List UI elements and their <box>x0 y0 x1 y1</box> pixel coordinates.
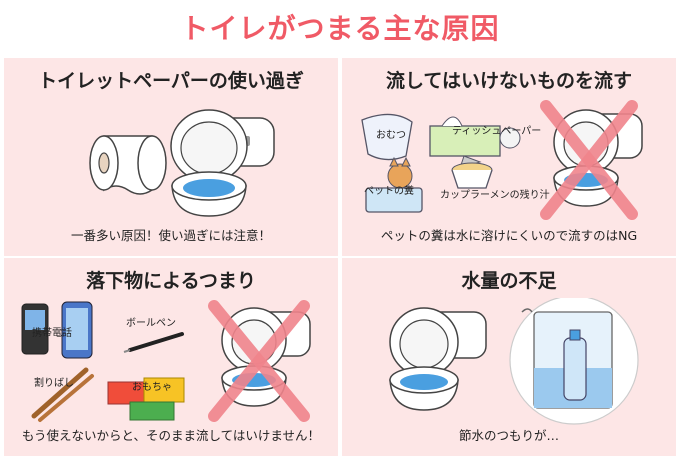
panel-insufficient-water: 水量の不足 節水のつもりが… <box>342 258 676 456</box>
toilet-paper-roll-icon <box>89 135 167 195</box>
label-chopsticks: 割りばし <box>34 376 74 389</box>
panel-caption: 一番多い原因！使い過ぎには注意！ <box>70 228 271 243</box>
label-cup-noodle: カップラーメンの残り汁 <box>440 188 550 201</box>
diaper-icon <box>361 113 413 161</box>
panel-illustration <box>89 109 275 217</box>
label-pen: ボールペン <box>126 317 176 329</box>
chopsticks-icon <box>31 367 94 422</box>
cross-mark-icon <box>208 300 310 422</box>
panel-heading: 流してはいけないものを流す <box>385 70 633 92</box>
label-phone: 携帯電話 <box>32 326 72 339</box>
panel-heading: 落下物によるつまり <box>86 270 256 292</box>
water-bottle-in-tank-icon <box>509 298 639 425</box>
panel-overuse-toilet-paper: トイレットペーパーの使い過ぎ 一番多い原因！使い過ぎには注意！ <box>4 58 338 256</box>
panel-caption: 節水のつもりが… <box>458 428 559 443</box>
cross-mark-icon <box>540 100 638 220</box>
cup-noodle-icon <box>451 155 493 189</box>
page-title: トイレがつまる主な原因 <box>180 12 500 45</box>
label-diaper: おむつ <box>376 129 406 141</box>
label-pet-feces: ペットの糞 <box>364 184 414 197</box>
ballpoint-pen-icon <box>123 332 184 353</box>
toilet-icon <box>389 307 487 411</box>
panel-dropped-objects: 落下物によるつまり 携帯電話 ボールペン 割りばし おもちゃ <box>4 258 338 456</box>
panel-heading: トイレットペーパーの使い過ぎ <box>38 70 304 92</box>
tissue-box-icon <box>429 116 521 157</box>
cat-litter-icon <box>365 156 423 213</box>
panel-illustration <box>389 298 639 425</box>
panel-caption: もう使えないからと、そのまま流してはいけません！ <box>21 428 321 443</box>
label-tissue: ティッシュペーパー <box>452 125 541 137</box>
phone-icon <box>21 301 93 359</box>
label-toy: おもちゃ <box>132 381 172 393</box>
panel-caption: ペットの糞は水に溶けにくいので流すのはNG <box>380 228 638 243</box>
panel-illustration: おむつ ティッシュペーパー ペットの糞 カップラーメンの残り汁 <box>361 100 643 220</box>
toy-blocks-icon <box>107 377 185 421</box>
panel-illustration: 携帯電話 ボールペン 割りばし おもちゃ <box>21 300 311 422</box>
panel-flushing-forbidden-items: 流してはいけないものを流す おむつ ティッシュペーパー ペットの糞 カップラーメ… <box>342 58 676 256</box>
panel-heading: 水量の不足 <box>461 270 557 292</box>
toilet-icon <box>170 109 275 217</box>
